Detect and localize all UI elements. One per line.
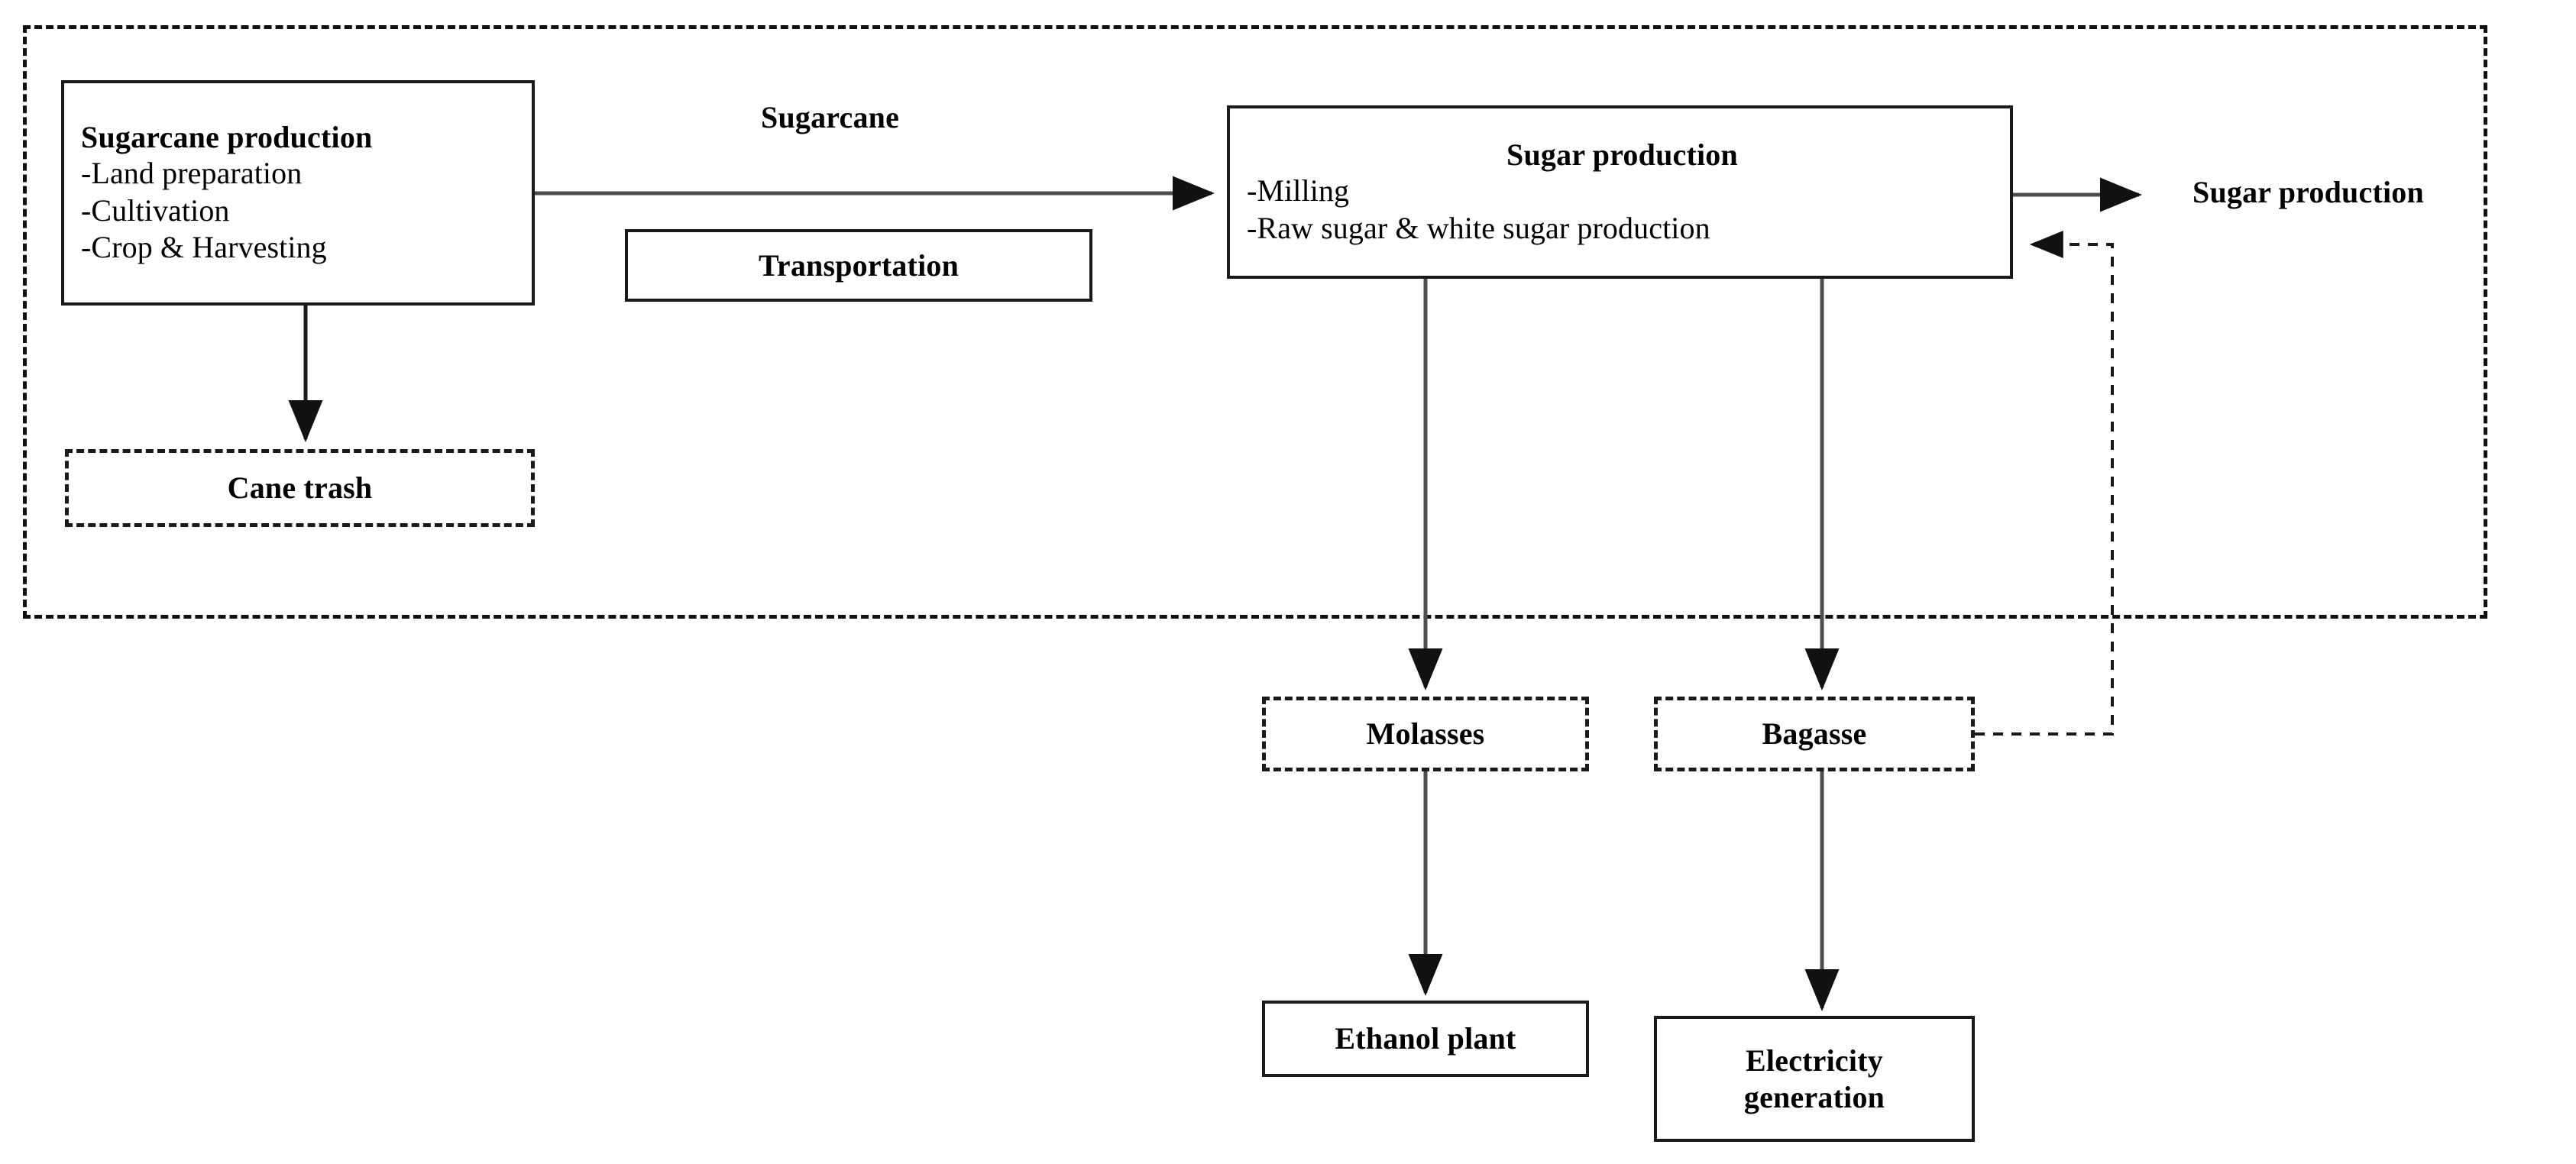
sugar-production-item-raw-white-sugar: -Raw sugar & white sugar production [1247,211,1710,246]
sugarcane-production-item-land-preparation: -Land preparation [81,155,303,190]
ethanol-plant-body: Ethanol plant [1265,1020,1586,1056]
bagasse-title: Bagasse [1762,716,1867,752]
electricity-generation-title-line2: generation [1743,1079,1885,1114]
sugar-production-body: Sugar production -Milling -Raw sugar & w… [1230,137,2010,247]
cane-trash-body: Cane trash [69,470,531,506]
sugar-production-item-milling: -Milling [1247,173,1350,209]
node-electricity-generation[interactable]: Electricity generation [1654,1016,1975,1142]
electricity-generation-title-line1: Electricity [1746,1043,1883,1078]
label-sugar-output: Sugar production [2193,175,2424,209]
node-molasses[interactable]: Molasses [1262,697,1589,771]
electricity-generation-body: Electricity generation [1657,1043,1972,1114]
molasses-title: Molasses [1366,716,1485,752]
sugarcane-production-body: Sugarcane production -Land preparation -… [64,119,532,267]
ethanol-plant-title: Ethanol plant [1335,1021,1516,1056]
label-sugarcane-flow: Sugarcane [761,100,900,134]
sugarcane-production-item-crop-harvesting: -Crop & Harvesting [81,230,327,265]
system-boundary-frame [23,25,2487,619]
transportation-body: Transportation [628,247,1089,283]
sugar-production-title: Sugar production [1506,137,1738,173]
node-bagasse[interactable]: Bagasse [1654,697,1975,771]
node-cane-trash[interactable]: Cane trash [65,449,535,527]
cane-trash-title: Cane trash [227,470,373,506]
node-sugar-production[interactable]: Sugar production -Milling -Raw sugar & w… [1227,105,2013,279]
sugarcane-production-item-cultivation: -Cultivation [81,192,230,228]
transportation-title: Transportation [758,247,960,283]
bagasse-body: Bagasse [1658,716,1971,752]
node-transportation[interactable]: Transportation [625,229,1092,302]
sugarcane-production-title: Sugarcane production [81,119,373,154]
node-sugarcane-production[interactable]: Sugarcane production -Land preparation -… [61,80,535,306]
molasses-body: Molasses [1266,716,1585,752]
node-ethanol-plant[interactable]: Ethanol plant [1262,1001,1589,1077]
